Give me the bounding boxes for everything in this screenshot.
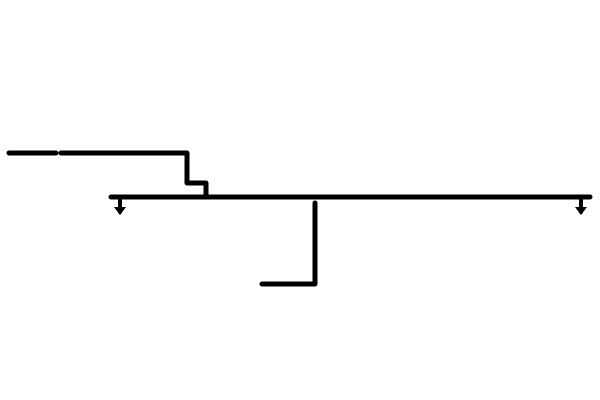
right-end-triangle-icon: [575, 207, 587, 215]
left-feed-stepped-line: [58, 150, 209, 200]
left-end-triangle-icon: [114, 207, 126, 215]
center-drop-line: [259, 200, 318, 287]
